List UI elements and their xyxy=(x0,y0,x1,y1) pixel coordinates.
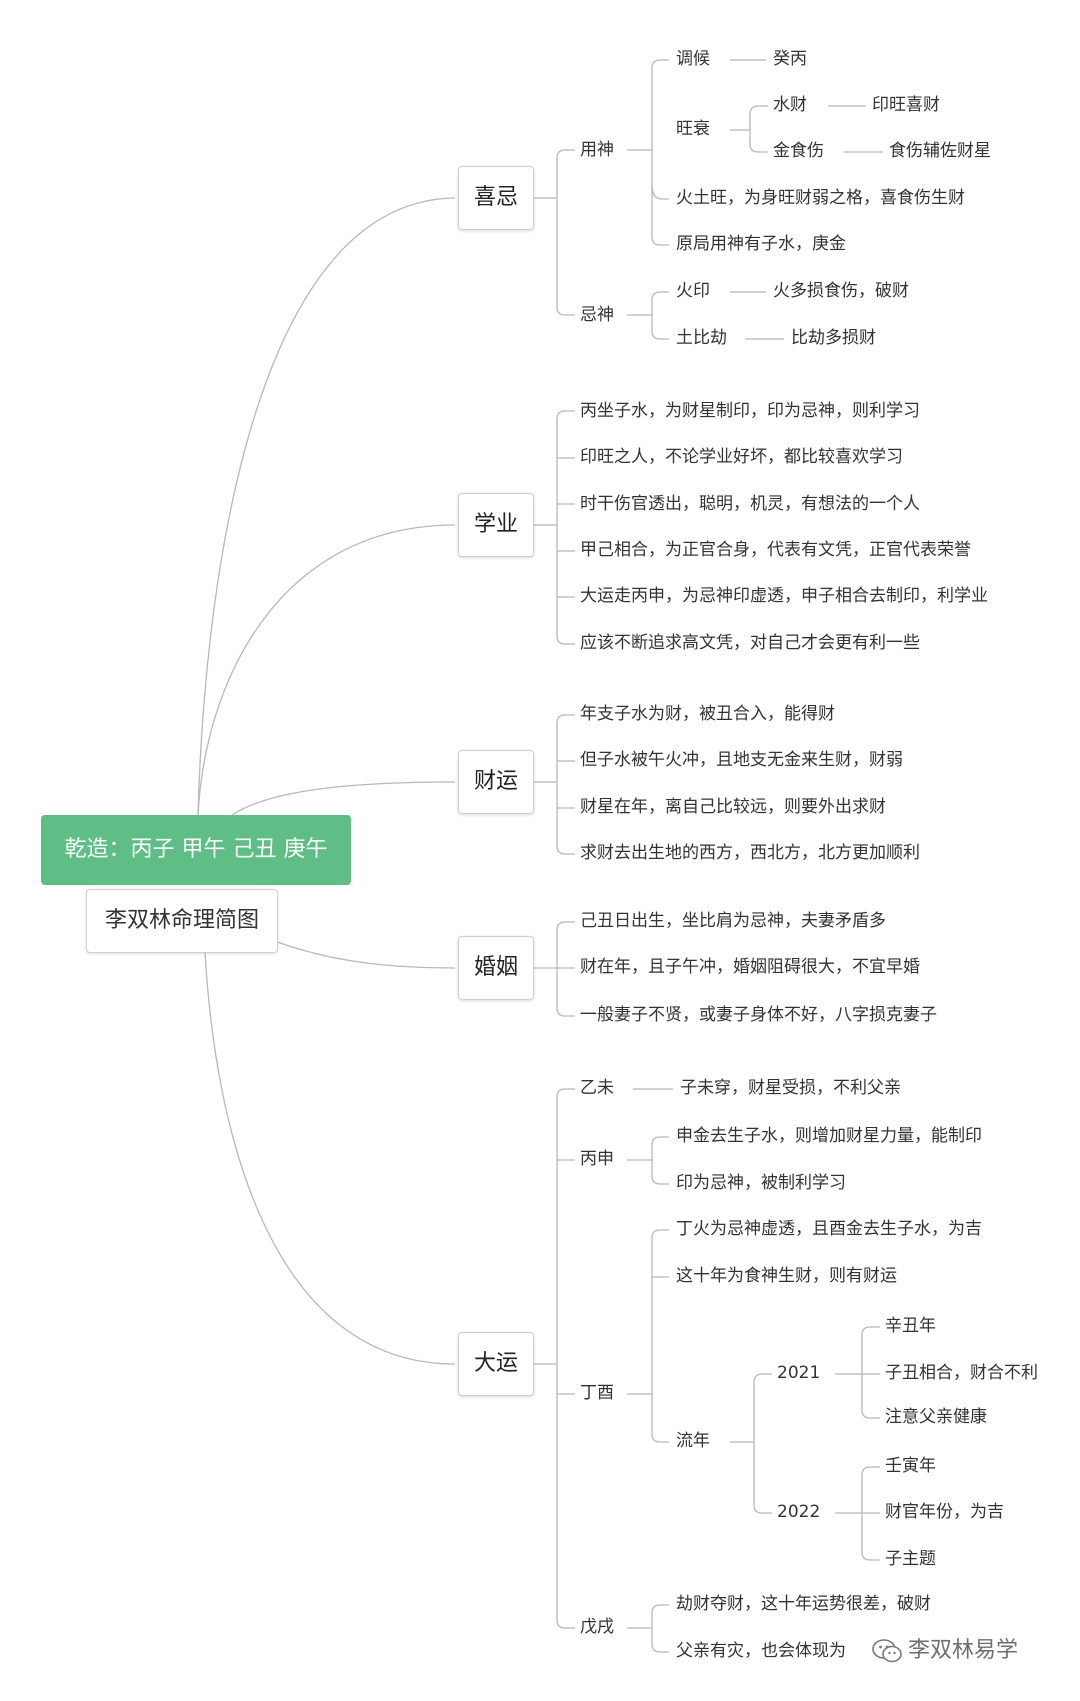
node-xiji-note2[interactable]: 原局用神有子水，庚金 xyxy=(676,234,846,254)
node-huoyin-value[interactable]: 火多损食伤，破财 xyxy=(773,281,909,301)
node-xueye-6[interactable]: 应该不断追求高文凭，对自己才会更有利一些 xyxy=(580,633,920,653)
node-tubijie[interactable]: 土比劫 xyxy=(676,328,727,348)
node-year-2021[interactable]: 2021 xyxy=(777,1363,821,1383)
node-year-2022[interactable]: 2022 xyxy=(777,1502,821,1522)
node-tiaohou[interactable]: 调候 xyxy=(676,49,710,69)
node-2021-1[interactable]: 辛丑年 xyxy=(885,1316,936,1336)
node-2022-3[interactable]: 子主题 xyxy=(885,1549,936,1569)
topic-caiyun[interactable]: 财运 xyxy=(458,750,534,814)
node-caiyun-4[interactable]: 求财去出生地的西方，西北方，北方更加顺利 xyxy=(580,843,920,863)
node-2022-2[interactable]: 财官年份，为吉 xyxy=(885,1502,1004,1522)
root-node[interactable]: 乾造：丙子 甲午 己丑 庚午 xyxy=(41,815,351,885)
node-jinshishang[interactable]: 金食伤 xyxy=(773,141,824,161)
node-xueye-3[interactable]: 时干伤官透出，聪明，机灵，有想法的一个人 xyxy=(580,494,920,514)
node-hunyin-2[interactable]: 财在年，且子午冲，婚姻阻碍很大，不宜早婚 xyxy=(580,957,920,977)
node-wuxu[interactable]: 戊戌 xyxy=(580,1617,614,1637)
node-bingshen-2[interactable]: 印为忌神，被制利学习 xyxy=(676,1173,846,1193)
node-yiwei[interactable]: 乙未 xyxy=(580,1078,614,1098)
node-wuxu-1[interactable]: 劫财夺财，这十年运势很差，破财 xyxy=(676,1594,931,1614)
node-caiyun-3[interactable]: 财星在年，离自己比较远，则要外出求财 xyxy=(580,797,886,817)
node-caiyun-1[interactable]: 年支子水为财，被丑合入，能得财 xyxy=(580,704,835,724)
node-hunyin-3[interactable]: 一般妻子不贤，或妻子身体不好，八字损克妻子 xyxy=(580,1005,937,1025)
node-yiwei-value[interactable]: 子未穿，财星受损，不利父亲 xyxy=(680,1078,901,1098)
node-tiaohou-value[interactable]: 癸丙 xyxy=(773,49,807,69)
node-liunian[interactable]: 流年 xyxy=(676,1431,710,1451)
node-2021-2[interactable]: 子丑相合，财合不利 xyxy=(885,1363,1038,1383)
node-xueye-2[interactable]: 印旺之人，不论学业好坏，都比较喜欢学习 xyxy=(580,447,903,467)
node-dingyou-1[interactable]: 丁火为忌神虚透，且酉金去生子水，为吉 xyxy=(676,1219,982,1239)
node-jishen[interactable]: 忌神 xyxy=(580,305,614,325)
node-2021-3[interactable]: 注意父亲健康 xyxy=(885,1407,987,1427)
topic-xueye[interactable]: 学业 xyxy=(458,493,534,557)
node-bingshen[interactable]: 丙申 xyxy=(580,1149,614,1169)
node-hunyin-1[interactable]: 己丑日出生，坐比肩为忌神，夫妻矛盾多 xyxy=(580,911,886,931)
node-bingshen-1[interactable]: 申金去生子水，则增加财星力量，能制印 xyxy=(676,1126,982,1146)
node-shuicai[interactable]: 水财 xyxy=(773,95,807,115)
node-tubijie-value[interactable]: 比劫多损财 xyxy=(791,328,876,348)
node-huoyin[interactable]: 火印 xyxy=(676,281,710,301)
node-xueye-5[interactable]: 大运走丙申，为忌神印虚透，申子相合去制印，利学业 xyxy=(580,586,988,606)
map-caption: 李双林命理简图 xyxy=(86,889,278,953)
node-jinshishang-value[interactable]: 食伤辅佐财星 xyxy=(889,141,991,161)
node-wangshuai[interactable]: 旺衰 xyxy=(676,119,710,139)
node-xueye-4[interactable]: 甲己相合，为正官合身，代表有文凭，正官代表荣誉 xyxy=(580,540,971,560)
node-dingyou-2[interactable]: 这十年为食神生财，则有财运 xyxy=(676,1266,897,1286)
node-dingyou[interactable]: 丁酉 xyxy=(580,1383,614,1403)
node-caiyun-2[interactable]: 但子水被午火冲，且地支无金来生财，财弱 xyxy=(580,750,903,770)
node-xiji-note1[interactable]: 火土旺，为身旺财弱之格，喜食伤生财 xyxy=(676,188,965,208)
node-xueye-1[interactable]: 丙坐子水，为财星制印，印为忌神，则利学习 xyxy=(580,401,920,421)
node-wuxu-2[interactable]: 父亲有灾，也会体现为 xyxy=(676,1641,846,1661)
topic-xiji[interactable]: 喜忌 xyxy=(458,166,534,230)
wechat-logo-icon xyxy=(872,1639,902,1663)
topic-dayun[interactable]: 大运 xyxy=(458,1332,534,1396)
node-shuicai-value[interactable]: 印旺喜财 xyxy=(872,95,940,115)
node-2022-1[interactable]: 壬寅年 xyxy=(885,1456,936,1476)
watermark-text: 李双林易学 xyxy=(908,1638,1019,1663)
node-yongshen[interactable]: 用神 xyxy=(580,140,614,160)
topic-hunyin[interactable]: 婚姻 xyxy=(458,936,534,1000)
